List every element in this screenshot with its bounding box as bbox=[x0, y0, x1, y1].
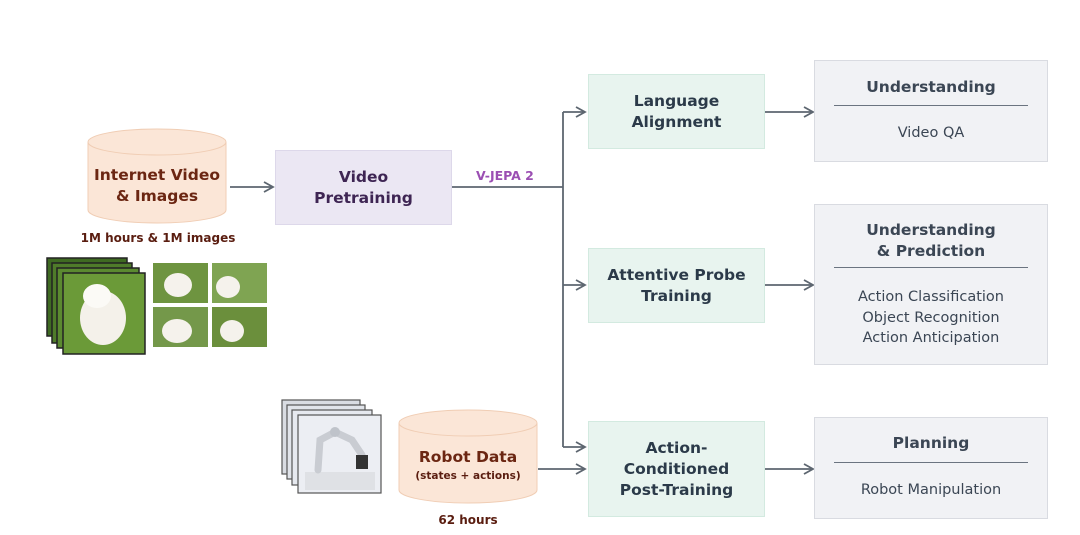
internet-title-line2: & Images bbox=[115, 187, 199, 205]
internet-caption: 1M hours & 1M images bbox=[80, 231, 236, 245]
robot-title: Robot Data bbox=[418, 448, 518, 466]
prediction-divider bbox=[834, 267, 1028, 268]
robot-subtitle: (states + actions) bbox=[415, 470, 521, 482]
action-line3: Post-Training bbox=[619, 480, 734, 499]
pretraining-line2: Pretraining bbox=[314, 188, 413, 207]
prediction-title-line2: & Prediction bbox=[876, 242, 986, 260]
planning-divider bbox=[834, 462, 1028, 463]
internet-data-label: Internet Video & Images bbox=[88, 165, 226, 207]
language-alignment-node: Language Alignment bbox=[588, 74, 765, 149]
robot-data-label: Robot Data (states + actions) bbox=[399, 447, 537, 485]
language-line2: Alignment bbox=[631, 112, 722, 131]
prediction-item: Action Anticipation bbox=[862, 330, 1000, 346]
probe-line2: Training bbox=[641, 286, 712, 305]
planning-output-box: Planning Robot Manipulation bbox=[814, 417, 1048, 519]
image-grid-thumbnails bbox=[153, 263, 267, 347]
video-pretraining-node: Video Pretraining bbox=[275, 150, 452, 225]
vjepa2-edge-label: V-JEPA 2 bbox=[476, 168, 534, 183]
robot-data-cylinder bbox=[398, 409, 538, 504]
planning-title: Planning bbox=[892, 434, 970, 452]
prediction-item: Action Classification bbox=[858, 289, 1004, 305]
prediction-item: Object Recognition bbox=[862, 309, 1000, 326]
understanding-divider bbox=[834, 105, 1028, 106]
robot-frames-stack-image bbox=[281, 399, 382, 494]
action-conditioned-node: Action- Conditioned Post-Training bbox=[588, 421, 765, 517]
planning-item: Robot Manipulation bbox=[860, 482, 1002, 498]
prediction-title-line1: Understanding bbox=[866, 221, 996, 239]
robot-caption: 62 hours bbox=[438, 513, 498, 527]
prediction-output-box: Understanding & Prediction Action Classi… bbox=[814, 204, 1048, 365]
internet-title-line1: Internet Video bbox=[93, 166, 220, 184]
action-line1: Action- bbox=[645, 438, 708, 457]
probe-line1: Attentive Probe bbox=[607, 265, 746, 284]
understanding-title: Understanding bbox=[866, 78, 996, 96]
pretraining-line1: Video bbox=[338, 167, 389, 186]
internet-data-cylinder bbox=[87, 128, 227, 224]
video-frames-stack-image bbox=[46, 257, 146, 355]
action-line2: Conditioned bbox=[623, 459, 730, 478]
understanding-output-box: Understanding Video QA bbox=[814, 60, 1048, 162]
attentive-probe-node: Attentive Probe Training bbox=[588, 248, 765, 323]
language-line1: Language bbox=[633, 91, 720, 110]
understanding-item: Video QA bbox=[897, 125, 965, 141]
